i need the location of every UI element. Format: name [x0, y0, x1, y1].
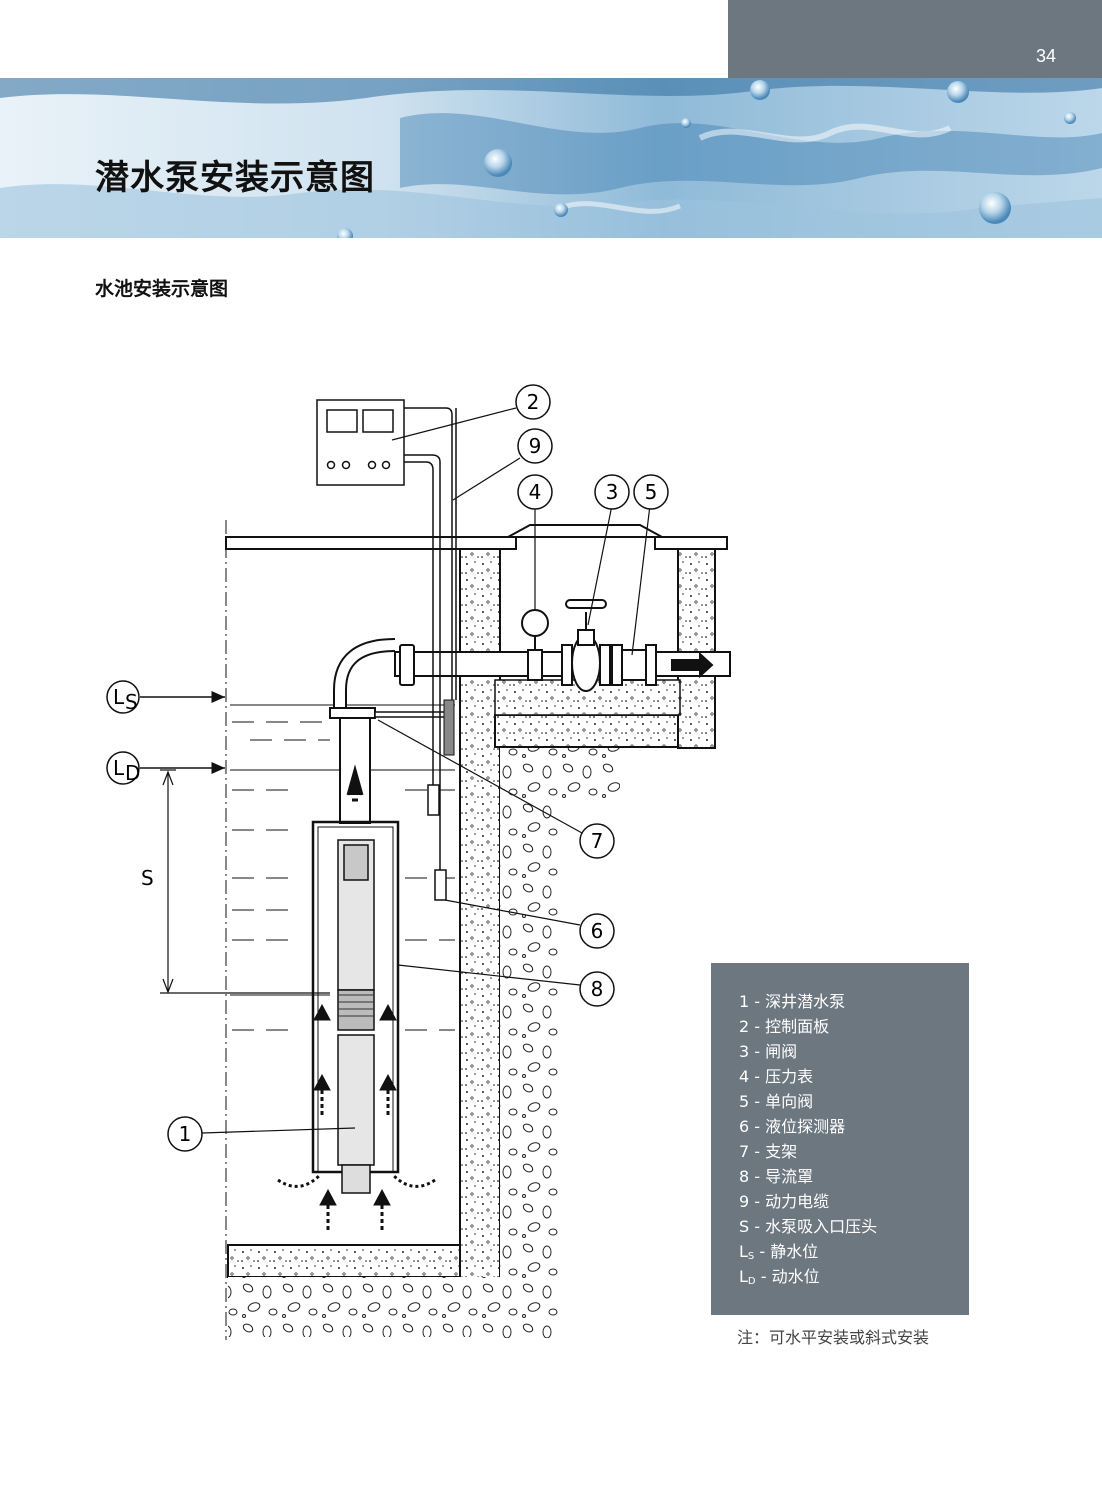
- callout-circles: [167, 384, 669, 1152]
- section-subtitle: 水池安装示意图: [95, 278, 229, 300]
- legend-item: 6 - 液位探测器: [739, 1117, 846, 1136]
- water-banner: [0, 78, 1102, 238]
- svg-text:L: L: [113, 756, 125, 780]
- callout-7: 7: [591, 829, 604, 853]
- flow-arrow-up: [346, 764, 364, 802]
- concrete-structure: [225, 520, 716, 1340]
- legend-item: 8 - 导流罩: [739, 1167, 814, 1186]
- callout-8: 8: [591, 977, 604, 1001]
- legend-item: 7 - 支架: [739, 1142, 798, 1161]
- legend-item: 4 - 压力表: [739, 1067, 814, 1086]
- s-dimension: [160, 769, 330, 994]
- wall-mount: [443, 699, 455, 756]
- discharge-pipe: [333, 599, 731, 712]
- top-slab: [225, 524, 728, 550]
- s-label: S: [141, 866, 154, 890]
- callout-4: 4: [529, 480, 542, 504]
- page-number: 34: [1035, 46, 1056, 66]
- legend-item-ld: LD - 动水位: [739, 1267, 820, 1287]
- inflow-arrows: [277, 1003, 436, 1230]
- callout-5: 5: [645, 480, 658, 504]
- legend-item: 9 - 动力电缆: [739, 1192, 830, 1211]
- bracket-arm: [374, 711, 446, 718]
- page-title: 潜水泵安装示意图: [95, 158, 375, 198]
- callout-3: 3: [606, 480, 619, 504]
- ls-symbol: L S: [106, 680, 140, 714]
- callout-6: 6: [591, 919, 604, 943]
- submersible-pump: [337, 839, 375, 1194]
- legend-item: 5 - 单向阀: [739, 1092, 814, 1111]
- callout-numbers: 2 9 4 3 5 7 6 8 1: [179, 390, 658, 1146]
- pump-bracket: [329, 707, 376, 719]
- legend-item: 3 - 闸阀: [739, 1042, 798, 1061]
- legend-item: 2 - 控制面板: [739, 1017, 830, 1036]
- callout-9: 9: [529, 434, 542, 458]
- control-panel: [316, 399, 405, 486]
- legend-item-ls: LS - 静水位: [739, 1242, 819, 1262]
- svg-text:S: S: [125, 690, 138, 714]
- svg-text:L: L: [113, 685, 125, 709]
- ld-symbol: L D: [106, 751, 140, 785]
- callout-2: 2: [527, 390, 540, 414]
- legend-item: 1 - 深井潜水泵: [739, 992, 846, 1011]
- water-banner-image: [0, 78, 1102, 238]
- svg-text:D: D: [125, 761, 140, 785]
- installation-note: 注：可水平安装或斜式安装: [737, 1328, 930, 1347]
- callout-1: 1: [179, 1122, 192, 1146]
- page-number-box: 34: [728, 0, 1102, 78]
- callout-leaders: [201, 407, 651, 1134]
- legend-panel: 1 - 深井潜水泵 2 - 控制面板 3 - 闸阀 4 - 压力表 5 - 单向…: [711, 963, 969, 1315]
- legend-item: S - 水泵吸入口压头: [739, 1217, 878, 1236]
- power-cables: [404, 407, 457, 901]
